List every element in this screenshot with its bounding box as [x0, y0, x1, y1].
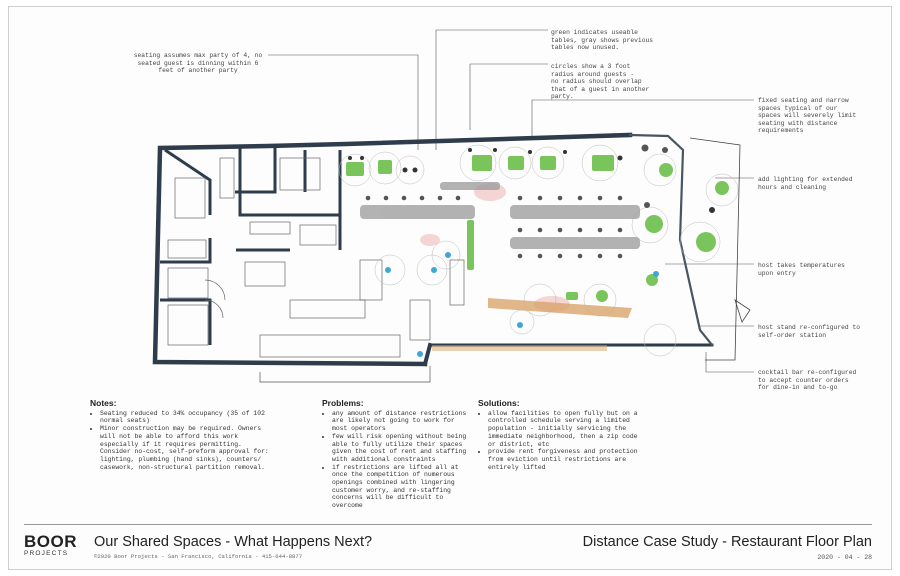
- problems-item: few will risk opening without being able…: [332, 433, 472, 464]
- annotation-cocktail-bar: cocktail bar re-configured to accept cou…: [758, 369, 857, 392]
- solutions-item: provide rent forgiveness and protection …: [488, 448, 638, 471]
- solutions-section: Solutions: allow facilities to open full…: [478, 398, 638, 471]
- annotation-seating-max: seating assumes max party of 4, no seate…: [133, 52, 263, 75]
- solutions-heading: Solutions:: [478, 398, 520, 408]
- patio-outline: [689, 137, 751, 361]
- annotation-circles: circles show a 3 foot radius around gues…: [551, 63, 650, 101]
- notes-item: Minor construction may be required. Owne…: [100, 425, 275, 471]
- unused-seats: [365, 144, 668, 259]
- footer-divider: [24, 524, 872, 525]
- boor-projects-logo: BOOR PROJECTS: [24, 533, 77, 557]
- solutions-item: allow facilities to open fully but on a …: [488, 410, 638, 449]
- problems-heading: Problems:: [322, 398, 364, 408]
- notes-heading: Notes:: [90, 398, 117, 408]
- logo-sub: PROJECTS: [24, 550, 69, 557]
- annotation-host-stand: host stand re-configured to self-order s…: [758, 324, 861, 339]
- annotation-fixed-seating: fixed seating and narrow spaces typical …: [758, 97, 857, 135]
- annotation-lighting: add lighting for extended hours and clea…: [758, 176, 853, 191]
- notes-item: Seating reduced to 34% occupancy (35 of …: [100, 410, 275, 425]
- logo-main: BOOR: [24, 532, 77, 551]
- distance-circles: [338, 144, 739, 357]
- cocktail-bar: [432, 259, 632, 351]
- kitchen-equipment: [167, 157, 431, 358]
- sheet-date: 2020 - 04 - 28: [817, 554, 872, 561]
- unused-tables: [360, 182, 640, 249]
- main-title: Our Shared Spaces - What Happens Next?: [94, 534, 373, 550]
- sheet-title: Distance Case Study - Restaurant Floor P…: [582, 534, 872, 550]
- problems-item: any amount of distance restrictions are …: [332, 410, 472, 433]
- problems-section: Problems: any amount of distance restric…: [322, 398, 472, 510]
- interior-walls: [160, 148, 342, 345]
- usable-seats: [348, 148, 715, 213]
- sidewalk-line: [259, 366, 431, 383]
- usable-tables: [346, 155, 729, 302]
- copyright-line: ©2020 Boor Projects - San Francisco, Cal…: [94, 553, 303, 560]
- notes-section: Notes: Seating reduced to 34% occupancy …: [90, 398, 275, 471]
- leader-lines: [268, 29, 754, 373]
- annotation-host-temp: host takes temperatures upon entry: [758, 262, 845, 277]
- annotation-green-gray: green indicates useable tables, gray sho…: [551, 29, 654, 52]
- guest-markers: [385, 252, 659, 357]
- problems-item: if restrictions are lifted all at once t…: [332, 464, 472, 510]
